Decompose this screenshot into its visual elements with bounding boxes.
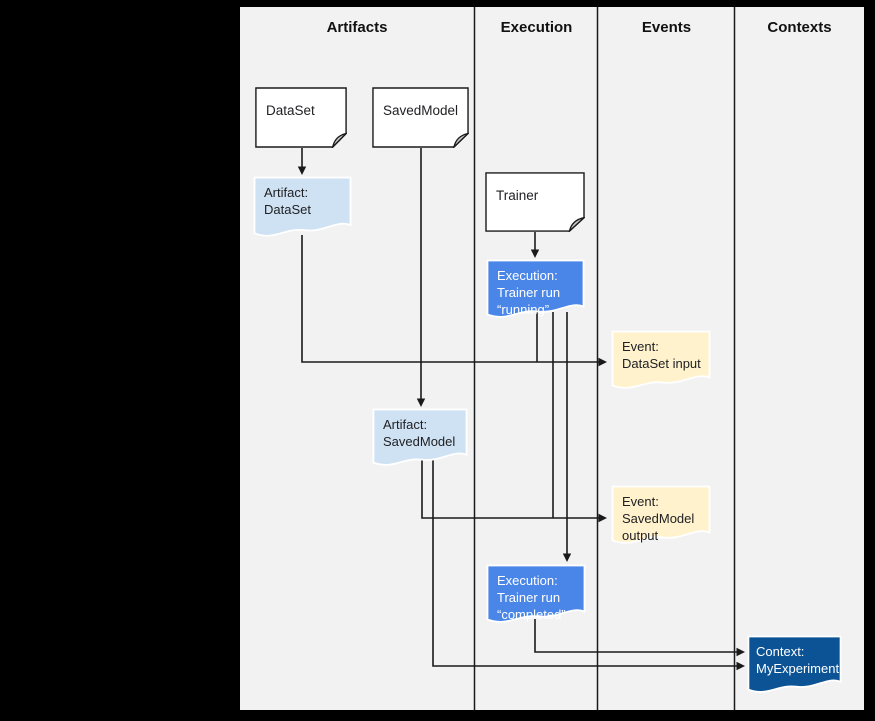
node-artifact-dataset: Artifact: DataSet [253,176,352,240]
column-header-contexts: Contexts [767,19,832,36]
node-trainer-document: Trainer [485,172,585,232]
node-label: Trainer [496,188,539,203]
column-dividers [473,7,736,710]
wave-shape-icon [486,259,585,321]
wave-shape-icon [611,330,711,392]
connector-layer [297,7,745,710]
node-savedmodel-document: SavedModel [372,87,469,148]
node-event-dataset-input: Event: DataSet input [611,330,711,392]
wave-shape-icon [611,485,711,547]
wave-shape-icon [486,564,586,626]
arrow-dataset-to-artifact [297,148,307,175]
node-label: Context: MyExperiment [756,644,840,676]
arrow-to-event-savedmodel-output [421,312,607,523]
node-label: DataSet [266,103,315,118]
node-label: Execution: Trainer run “running” [497,268,561,317]
arrow-trainer-to-execution-running [530,232,540,258]
node-label: Artifact: SavedModel [383,417,456,449]
document-shape-icon [255,87,347,148]
node-context-myexperiment: Context: MyExperiment [747,635,842,696]
column-header-artifacts: Artifacts [326,19,388,36]
node-event-savedmodel-output: Event: SavedModel output [611,485,711,547]
arrow-artifact-savedmodel-to-context [432,459,745,671]
arrow-running-to-completed [562,312,572,562]
node-label: Artifact: DataSet [264,185,311,217]
node-dataset-document: DataSet [255,87,347,148]
wave-shape-icon [747,635,842,696]
node-execution-completed: Execution: Trainer run “completed” [486,564,586,626]
arrow-savedmodel-to-artifact [416,148,426,407]
node-label: SavedModel [383,103,459,118]
arrow-completed-to-context [534,619,745,657]
node-artifact-savedmodel: Artifact: SavedModel [372,408,468,469]
diagram-canvas: Artifacts Execution Events Contexts Data… [240,7,864,710]
node-execution-running: Execution: Trainer run “running” [486,259,585,321]
arrow-to-event-dataset-input [301,235,607,367]
wave-shape-icon [253,176,352,240]
node-label: Execution: Trainer run “completed” [497,573,566,622]
document-shape-icon [485,172,585,232]
wave-shape-icon [372,408,468,469]
column-header-execution: Execution [500,19,573,36]
node-label: Event: SavedModel output [622,494,695,543]
document-shape-icon [372,87,469,148]
column-header-events: Events [641,19,692,36]
node-label: Event: DataSet input [622,339,701,371]
